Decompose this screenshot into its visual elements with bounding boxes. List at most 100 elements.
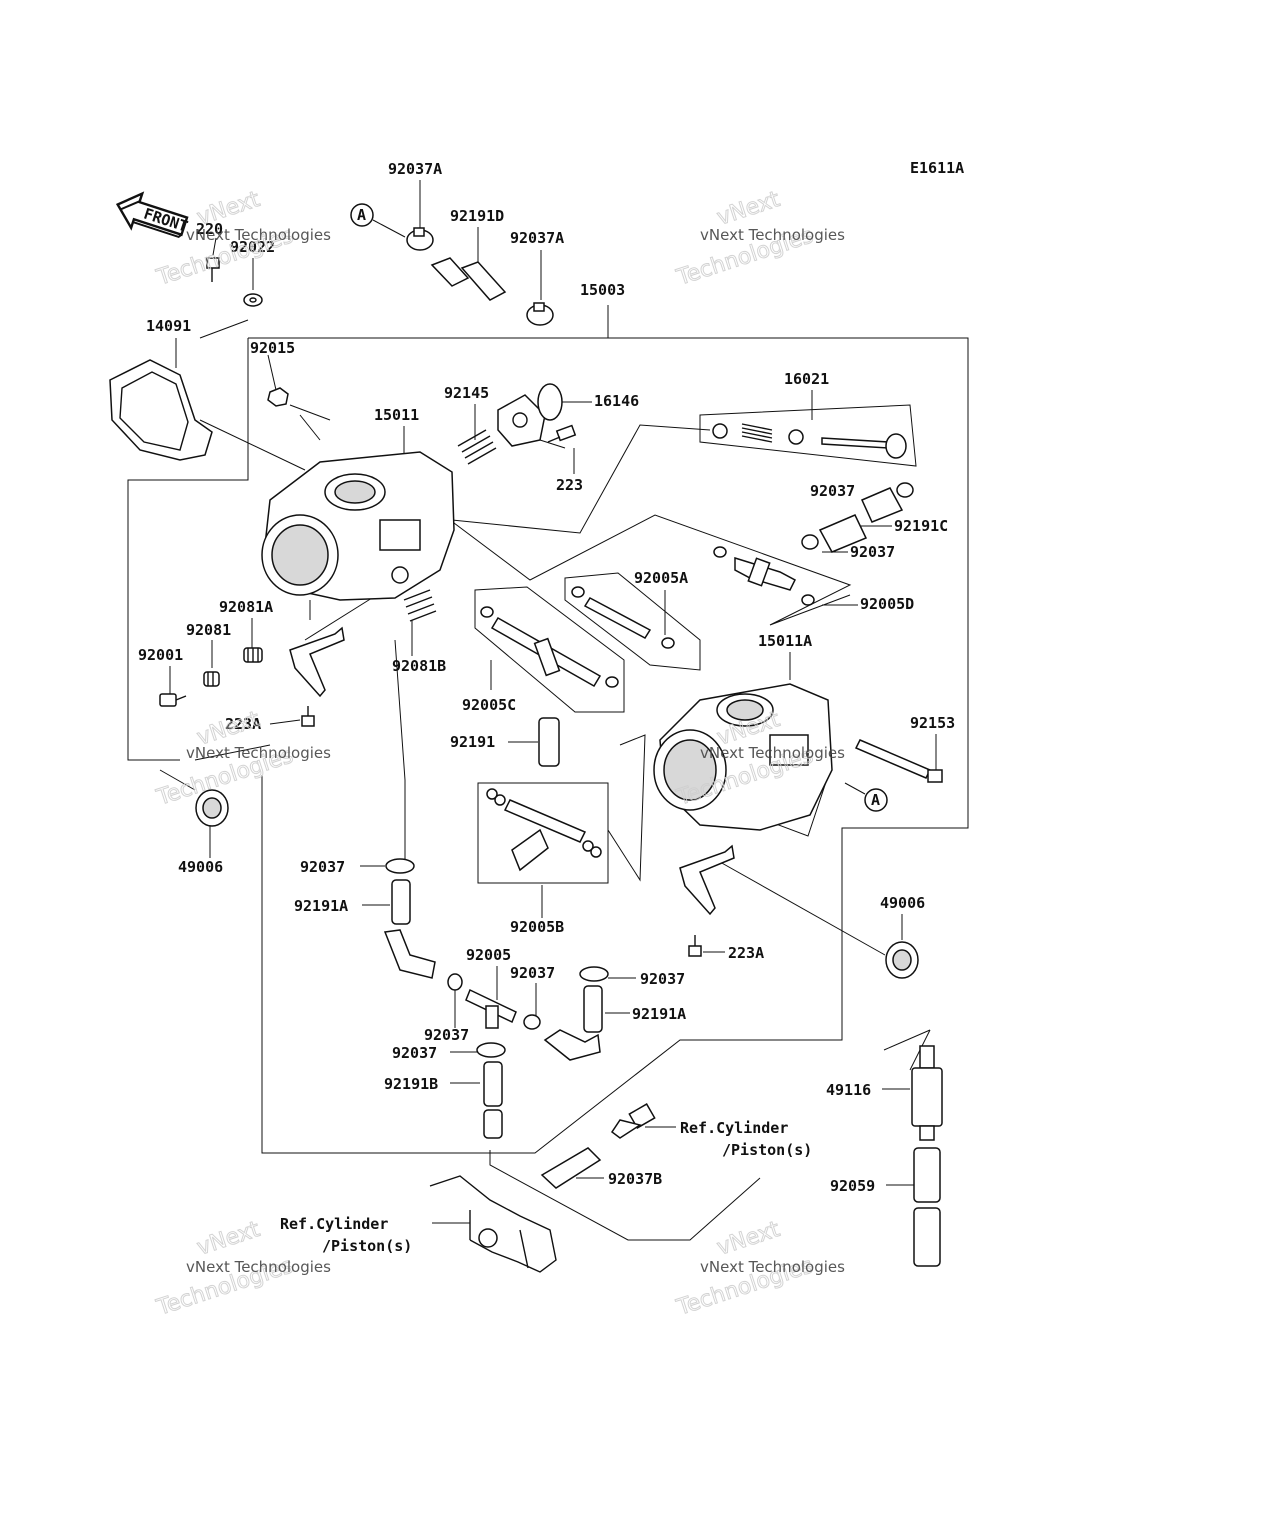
ref-cylinder-2-line1[interactable]: Ref.Cylinder [280, 1215, 388, 1233]
filter-49116-icon [911, 1045, 943, 1141]
svg-text:vNext Technologies: vNext Technologies [186, 226, 331, 244]
label-92081B[interactable]: 92081B [392, 657, 446, 675]
label-223A-left[interactable]: 223A [225, 715, 261, 733]
label-92015[interactable]: 92015 [250, 339, 295, 357]
spring-92081-icon [203, 671, 220, 687]
clamp-92037A-right-icon [526, 302, 554, 326]
clamp-92037-upper-icon [896, 482, 914, 498]
assembly-frame-15003 [127, 337, 969, 1154]
label-92191[interactable]: 92191 [450, 733, 495, 751]
svg-text:vNext Technologies: vNext Technologies [700, 1258, 845, 1276]
label-15011A[interactable]: 15011A [758, 632, 812, 650]
cylinder-ref-icon [429, 1175, 557, 1273]
label-92081A[interactable]: 92081A [219, 598, 273, 616]
svg-text:vNext: vNext [194, 187, 263, 231]
hose-92059-icon [913, 1147, 941, 1267]
label-49006-left[interactable]: 49006 [178, 858, 223, 876]
bolt-ref-cylinder-icon [610, 1103, 656, 1139]
cover-14091-icon [109, 359, 213, 461]
ref-cylinder-1-line2[interactable]: /Piston(s) [722, 1141, 812, 1159]
label-92037-center[interactable]: 92037 [510, 964, 555, 982]
clamp-92037-mid-icon [801, 534, 819, 550]
label-92037A-right[interactable]: 92037A [510, 229, 564, 247]
label-92037-right[interactable]: 92037 [640, 970, 685, 988]
hose-92191C-icon [818, 487, 904, 553]
svg-text:vNext Technologies: vNext Technologies [186, 744, 331, 762]
label-92153[interactable]: 92153 [910, 714, 955, 732]
ref-marker-a-top: A [350, 203, 406, 238]
fitting-92005B-icon [486, 788, 602, 872]
label-92022[interactable]: 92022 [230, 238, 275, 256]
svg-text:vNext: vNext [714, 1217, 783, 1261]
screw-223-icon [547, 424, 577, 443]
carburetor-15011A-icon [653, 683, 833, 831]
label-92005A[interactable]: 92005A [634, 569, 688, 587]
label-49116[interactable]: 49116 [826, 1081, 871, 1099]
fitting-92005A-icon [571, 586, 675, 649]
clamp-92037-right-icon [523, 966, 609, 1030]
bracket-left-icon [289, 626, 345, 698]
part-labels: 220 92022 14091 92037A 92191D 92037A 150… [138, 160, 955, 1255]
grommet-49006-left-icon [195, 789, 229, 827]
carburetor-15011-icon [261, 451, 455, 601]
ref-cylinder-1-line1[interactable]: Ref.Cylinder [680, 1119, 788, 1137]
label-92005C[interactable]: 92005C [462, 696, 516, 714]
label-15011[interactable]: 15011 [374, 406, 419, 424]
label-15003[interactable]: 15003 [580, 281, 625, 299]
screw-assy-16021-icon [712, 423, 907, 459]
label-92059[interactable]: 92059 [830, 1177, 875, 1195]
hose-92191-icon [538, 717, 560, 767]
screw-92001-icon [159, 693, 187, 707]
label-92037-lower-a[interactable]: 92037 [424, 1026, 469, 1044]
clamp-92037-center-icon [447, 973, 463, 991]
diagram-code: E1611A [910, 159, 964, 177]
screw-223A-left-icon [301, 706, 315, 727]
label-92191D[interactable]: 92191D [450, 207, 504, 225]
label-49006-right[interactable]: 49006 [880, 894, 925, 912]
fitting-92005-icon [465, 988, 517, 1029]
label-223[interactable]: 223 [556, 476, 583, 494]
label-92001[interactable]: 92001 [138, 646, 183, 664]
screw-223A-right-icon [688, 935, 702, 957]
svg-text:vNext: vNext [194, 1217, 263, 1261]
clamp-92037-lower-icon [476, 1042, 506, 1058]
label-92037-left[interactable]: 92037 [300, 858, 345, 876]
label-92191C[interactable]: 92191C [894, 517, 948, 535]
label-16021[interactable]: 16021 [784, 370, 829, 388]
label-223A-right[interactable]: 223A [728, 944, 764, 962]
hose-92037B-icon [540, 1147, 602, 1189]
spring-92081B-icon [403, 589, 437, 622]
label-92037B[interactable]: 92037B [608, 1170, 662, 1188]
washer-92022-icon [243, 293, 263, 307]
hose-92191A-left-icon [383, 879, 436, 979]
watermark-2: vNext Technologies vNext Technologies [673, 186, 845, 291]
label-92005[interactable]: 92005 [466, 946, 511, 964]
ref-marker-a-right: A [844, 782, 888, 812]
svg-text:vNext Technologies: vNext Technologies [700, 744, 845, 762]
clamp-92037A-icon [406, 227, 434, 251]
svg-text:A: A [357, 206, 366, 224]
label-92037-upper[interactable]: 92037 [810, 482, 855, 500]
label-14091[interactable]: 14091 [146, 317, 191, 335]
label-92081[interactable]: 92081 [186, 621, 231, 639]
front-label: FRONT [142, 205, 191, 236]
bolt-220-icon [206, 257, 220, 282]
grommet-49006-right-icon [885, 941, 919, 979]
label-92037-mid[interactable]: 92037 [850, 543, 895, 561]
svg-text:vNext Technologies: vNext Technologies [186, 1258, 331, 1276]
label-92191A-left[interactable]: 92191A [294, 897, 348, 915]
label-220[interactable]: 220 [196, 220, 223, 238]
svg-text:vNext: vNext [714, 187, 783, 231]
front-arrow-icon: FRONT [115, 191, 191, 239]
ref-cylinder-2-line2[interactable]: /Piston(s) [322, 1237, 412, 1255]
label-92191A-right[interactable]: 92191A [632, 1005, 686, 1023]
label-92037-lower-b[interactable]: 92037 [392, 1044, 437, 1062]
label-92145[interactable]: 92145 [444, 384, 489, 402]
label-16146[interactable]: 16146 [594, 392, 639, 410]
label-92191B[interactable]: 92191B [384, 1075, 438, 1093]
hose-92191D-icon [430, 257, 507, 301]
label-92005D[interactable]: 92005D [860, 595, 914, 613]
label-92005B[interactable]: 92005B [510, 918, 564, 936]
label-92037A-top[interactable]: 92037A [388, 160, 442, 178]
